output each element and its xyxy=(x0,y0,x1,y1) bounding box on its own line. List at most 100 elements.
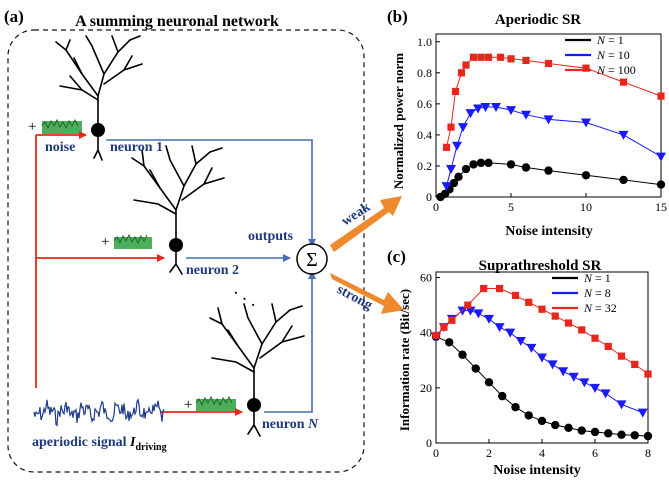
chart-c-xtick-label: 8 xyxy=(645,446,651,460)
chart-c-ytick-label: 0 xyxy=(426,436,432,450)
neuron-n-soma xyxy=(247,398,261,412)
chart-c-ytick-label: 60 xyxy=(420,271,432,285)
chart-c-data-point xyxy=(448,316,456,324)
chart-b-legend-label: N = 1 xyxy=(596,33,624,47)
chart-c-data-point xyxy=(604,429,613,438)
chart-c-data-point xyxy=(551,420,560,430)
chart-c-data-point xyxy=(558,367,569,377)
chart-c-legend-label: N = 1 xyxy=(583,271,611,285)
chart-b-data-point xyxy=(473,104,483,114)
chart-b-series-line-1 xyxy=(446,106,662,187)
chart-c-data-point xyxy=(445,338,454,347)
summation-node xyxy=(296,243,328,275)
neuron-n-label: neuron N xyxy=(262,417,319,432)
chart-b-ytick-label: 0.2 xyxy=(417,159,432,173)
chart-c-data-point xyxy=(578,326,586,334)
chart-b-data-point xyxy=(457,69,466,77)
chart-b-data-point xyxy=(442,143,451,151)
chart-b-data-point xyxy=(619,78,628,86)
chart-b-data-point xyxy=(449,178,459,188)
chart-c-ytick-label: 20 xyxy=(420,381,432,395)
chart-c-data-point xyxy=(494,323,505,333)
chart-c-data-point xyxy=(616,400,627,410)
chart-c-data-point xyxy=(590,383,600,393)
strong-arrow-icon xyxy=(330,273,404,314)
chart-c-ytick-label: 40 xyxy=(420,326,432,340)
chart-b-ylabel: Normalized power norm xyxy=(391,53,406,189)
chart-b-data-point xyxy=(582,64,590,72)
chart-c-data-point xyxy=(604,342,612,351)
chart-b-data-point xyxy=(465,109,476,119)
chart-c-data-point xyxy=(579,378,590,388)
output-wires xyxy=(106,139,316,413)
chart-b-ytick-label: 1.0 xyxy=(417,35,432,49)
chart-b-title: Aperiodic SR xyxy=(495,12,581,28)
chart-c-data-point xyxy=(496,284,504,293)
chart-b-data-point xyxy=(484,53,493,61)
chart-c-data-point xyxy=(538,305,546,313)
panel-c-label: (c) xyxy=(387,247,406,266)
chart-b-xtick-label: 15 xyxy=(655,200,667,214)
chart-b-data-point xyxy=(521,163,531,172)
plus-sign-n: + xyxy=(184,397,192,413)
suprathreshold-sr-chart: (c) Suprathreshold SR Information rate (… xyxy=(387,247,653,478)
chart-b-data-point xyxy=(656,152,666,162)
chart-c-data-point xyxy=(577,426,586,435)
chart-c-data-point xyxy=(484,378,494,387)
neuron-2-soma xyxy=(169,238,183,252)
chart-c-data-point xyxy=(551,312,559,320)
chart-c-data-point xyxy=(617,430,626,439)
chart-b-data-point xyxy=(581,171,591,180)
chart-b-ytick-label: 0 xyxy=(426,190,432,204)
chart-c-data-point xyxy=(644,370,652,378)
chart-b-data-point xyxy=(656,180,666,189)
chart-b-data-point xyxy=(491,102,501,112)
chart-c-data-point xyxy=(511,291,520,300)
chart-b-legend-label: N = 100 xyxy=(596,63,636,77)
chart-b-data-point xyxy=(521,110,531,120)
chart-b-legend-label: N = 10 xyxy=(596,48,630,62)
chart-b-ytick-label: 0.4 xyxy=(417,128,432,142)
chart-c-data-point xyxy=(524,411,533,420)
chart-b-xtick-label: 10 xyxy=(580,200,592,214)
chart-c-xlabel: Noise intensity xyxy=(493,463,581,478)
aperiodic-sr-chart: (b) Aperiodic SR Normalized power norm N… xyxy=(387,7,667,239)
chart-c-data-point xyxy=(637,408,648,418)
chart-b-data-point xyxy=(446,165,456,175)
chart-b-xlabel: Noise intensity xyxy=(505,224,593,239)
chart-c-legend-label: N = 32 xyxy=(583,301,617,315)
chart-c-data-point xyxy=(440,323,448,331)
chart-b-data-point xyxy=(452,141,462,151)
noise-patch-1 xyxy=(42,121,82,134)
chart-c-data-point xyxy=(457,306,468,316)
chart-c-data-point xyxy=(465,306,476,316)
chart-b-data-point xyxy=(618,130,629,140)
chart-b-data-point xyxy=(507,55,515,63)
chart-b-ytick-label: 0.8 xyxy=(417,66,432,80)
neuron-1-label: neuron 1 xyxy=(110,140,163,155)
chart-c-xtick-label: 4 xyxy=(539,446,545,460)
chart-b-data-point xyxy=(484,158,493,168)
chart-b-data-point xyxy=(544,59,553,68)
chart-b-data-point xyxy=(469,53,478,61)
chart-b-ytick-label: 0.6 xyxy=(417,97,432,111)
plus-sign-2: + xyxy=(101,234,109,250)
neuron-2-dendrite-icon xyxy=(131,145,225,275)
neuron-n-dendrite-icon xyxy=(209,303,305,437)
chart-b-data-point xyxy=(462,61,470,69)
chart-c-series-line-1 xyxy=(435,310,643,414)
chart-b-data-point xyxy=(441,182,452,192)
panel-b-label: (b) xyxy=(387,7,408,26)
chart-b-data-point xyxy=(447,123,455,131)
chart-c-data-point xyxy=(458,350,467,359)
chart-c-data-point xyxy=(515,336,526,346)
chart-b-data-point xyxy=(476,158,486,168)
chart-c-data-point xyxy=(537,353,547,363)
chart-b-data-point xyxy=(581,118,591,128)
chart-c-data-point xyxy=(480,284,488,293)
chart-b-data-point xyxy=(477,53,485,61)
chart-c-title: Suprathreshold SR xyxy=(479,258,602,274)
chart-c-data-point xyxy=(537,416,547,426)
chart-c-xtick-label: 6 xyxy=(592,446,598,460)
